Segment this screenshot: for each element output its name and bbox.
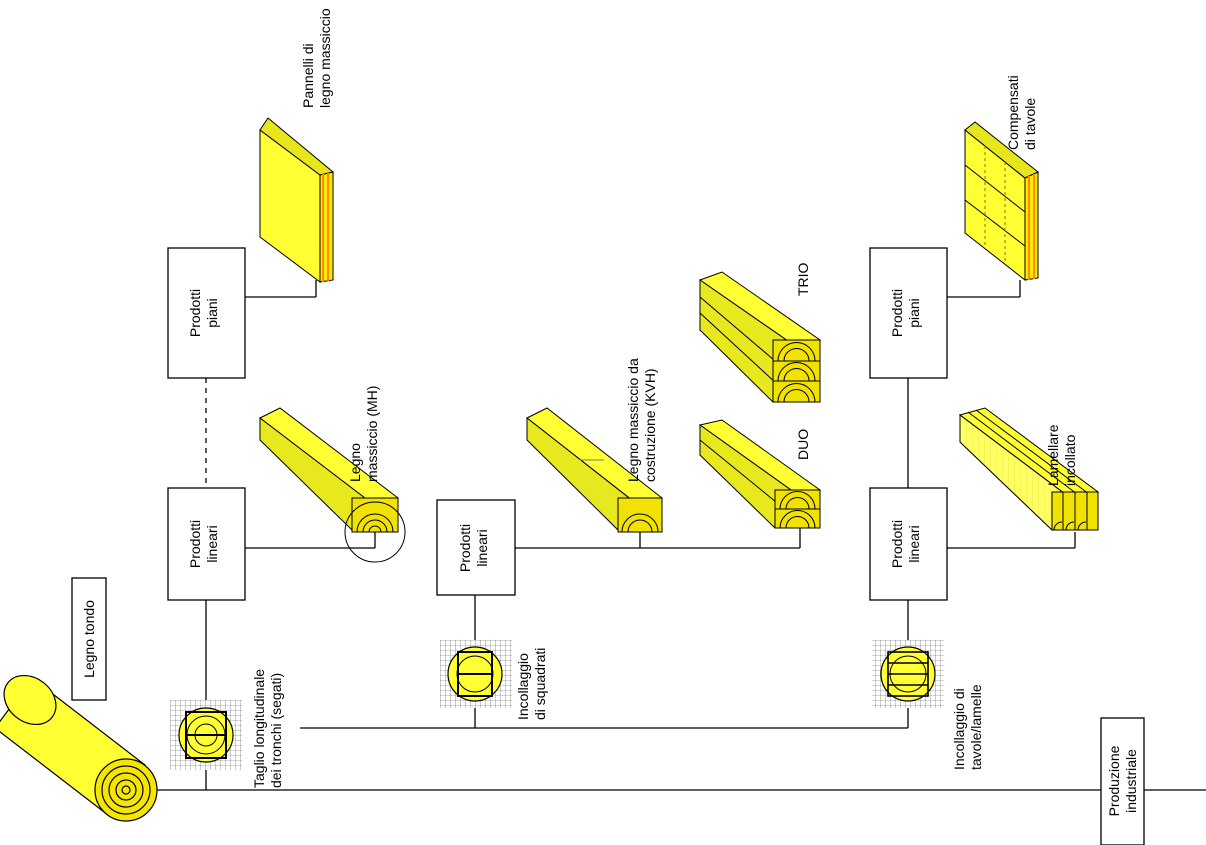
trio-beam-icon bbox=[698, 271, 822, 403]
solid-wood-beam-icon bbox=[259, 407, 405, 562]
svg-text:di tavole: di tavole bbox=[1022, 98, 1038, 150]
board-plywood-label: Compensati di tavole bbox=[1005, 75, 1038, 150]
svg-text:Prodotti: Prodotti bbox=[187, 289, 203, 337]
svg-text:piani: piani bbox=[906, 298, 922, 328]
glulam-label: Lamellare incollato bbox=[1045, 424, 1078, 486]
svg-text:Lamellare: Lamellare bbox=[1045, 424, 1061, 486]
svg-text:massiccio (MH): massiccio (MH) bbox=[364, 386, 380, 482]
svg-text:TRIO: TRIO bbox=[795, 262, 811, 296]
solid-wood-label: Legno massiccio (MH) bbox=[347, 386, 380, 482]
round-log-icon bbox=[0, 674, 158, 822]
industrial-label-2: industriale bbox=[1123, 749, 1139, 813]
svg-text:lineari: lineari bbox=[474, 529, 490, 566]
svg-text:Legno: Legno bbox=[347, 443, 363, 482]
industrial-label-1: Produzione bbox=[1106, 745, 1122, 816]
svg-text:dei tronchi (segati): dei tronchi (segati) bbox=[268, 673, 284, 788]
svg-text:Incollaggio: Incollaggio bbox=[515, 653, 531, 720]
glulam-beam-icon bbox=[958, 407, 1100, 531]
sawing-icon bbox=[170, 700, 242, 770]
linear-products-box-1: Prodotti lineari bbox=[167, 487, 246, 601]
svg-text:Compensati: Compensati bbox=[1005, 75, 1021, 150]
svg-text:DUO: DUO bbox=[795, 429, 811, 460]
svg-text:piani: piani bbox=[204, 298, 220, 328]
glue-boards-icon bbox=[872, 640, 944, 708]
flat-products-box-3: Prodotti piani bbox=[869, 247, 948, 379]
trio-label: TRIO bbox=[795, 262, 811, 296]
solid-wood-panel-icon bbox=[259, 117, 335, 283]
svg-text:legno massiccio: legno massiccio bbox=[317, 8, 333, 108]
kvh-beam-icon bbox=[526, 407, 663, 533]
svg-text:lineari: lineari bbox=[204, 525, 220, 562]
linear-products-box-3: Prodotti lineari bbox=[869, 487, 948, 601]
svg-text:Prodotti: Prodotti bbox=[889, 520, 905, 568]
industrial-production-box: Produzione industriale bbox=[1100, 717, 1145, 845]
svg-text:lineari: lineari bbox=[906, 525, 922, 562]
glue-boards-label: Incollaggio di tavole/lamelle bbox=[951, 684, 984, 770]
flat-products-box-1: Prodotti piani bbox=[167, 247, 246, 379]
svg-text:Pannelli di: Pannelli di bbox=[300, 43, 316, 108]
glue-beams-icon bbox=[440, 640, 512, 708]
duo-beam-icon bbox=[698, 419, 822, 529]
connector-lines bbox=[152, 280, 1206, 791]
svg-text:tavole/lamelle: tavole/lamelle bbox=[968, 684, 984, 770]
kvh-label: Legno massiccio da costruzione (KVH) bbox=[625, 358, 658, 482]
svg-text:Prodotti: Prodotti bbox=[187, 520, 203, 568]
svg-text:Taglio longitudinale: Taglio longitudinale bbox=[251, 669, 267, 788]
svg-text:Prodotti: Prodotti bbox=[457, 524, 473, 572]
round-wood-label: Legno tondo bbox=[81, 600, 97, 678]
linear-products-box-2: Prodotti lineari bbox=[436, 499, 516, 596]
solid-panels-label: Pannelli di legno massiccio bbox=[300, 8, 333, 108]
svg-text:costruzione (KVH): costruzione (KVH) bbox=[642, 368, 658, 482]
sawing-label: Taglio longitudinale dei tronchi (segati… bbox=[251, 669, 284, 788]
duo-label: DUO bbox=[795, 429, 811, 460]
glue-beams-label: Incollaggio di squadrati bbox=[515, 648, 548, 720]
svg-text:Prodotti: Prodotti bbox=[889, 289, 905, 337]
round-wood-box: Legno tondo bbox=[71, 577, 107, 701]
board-plywood-icon bbox=[964, 121, 1039, 282]
svg-text:Incollaggio di: Incollaggio di bbox=[951, 688, 967, 770]
svg-text:Legno massiccio da: Legno massiccio da bbox=[625, 358, 641, 482]
svg-text:di squadrati: di squadrati bbox=[532, 648, 548, 720]
svg-text:incollato: incollato bbox=[1062, 434, 1078, 486]
